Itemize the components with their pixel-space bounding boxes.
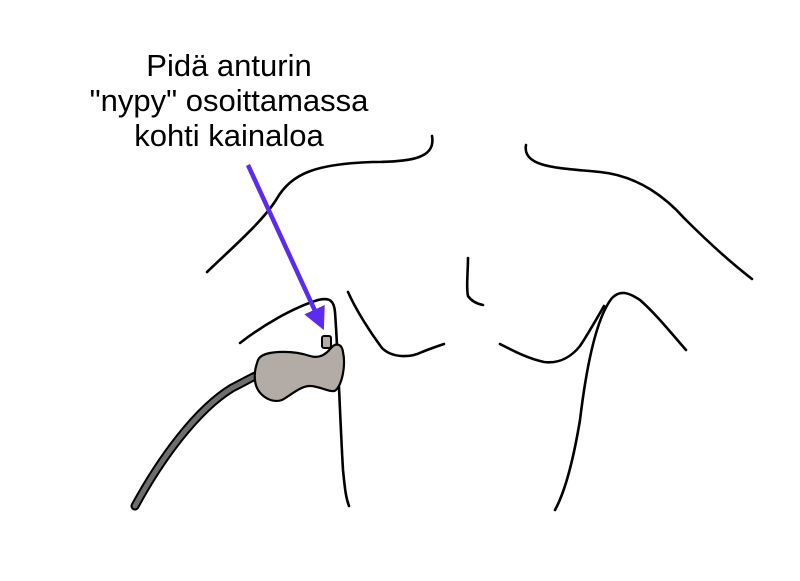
left-armpit-outline (238, 297, 351, 508)
left-neck-shoulder-outline (205, 134, 434, 274)
sensor-probe (253, 343, 346, 402)
sensor-cable-core (132, 370, 265, 509)
left-chest-outline (346, 290, 446, 358)
sternum-line (465, 256, 485, 307)
sensor-nub (321, 335, 332, 349)
right-neck-shoulder-outline (524, 143, 754, 281)
right-arm-outline (553, 291, 688, 512)
instruction-line-3: kohti kainaloa (134, 118, 324, 153)
pointer-arrow (245, 164, 325, 331)
instruction-label: Pidä anturin "nypy" osoittamassa kohti k… (0, 48, 458, 153)
sensor-cable (130, 368, 267, 511)
instruction-line-2: "nypy" osoittamassa (89, 83, 369, 118)
instruction-line-1: Pidä anturin (146, 48, 312, 83)
right-chest-outline (498, 304, 606, 364)
